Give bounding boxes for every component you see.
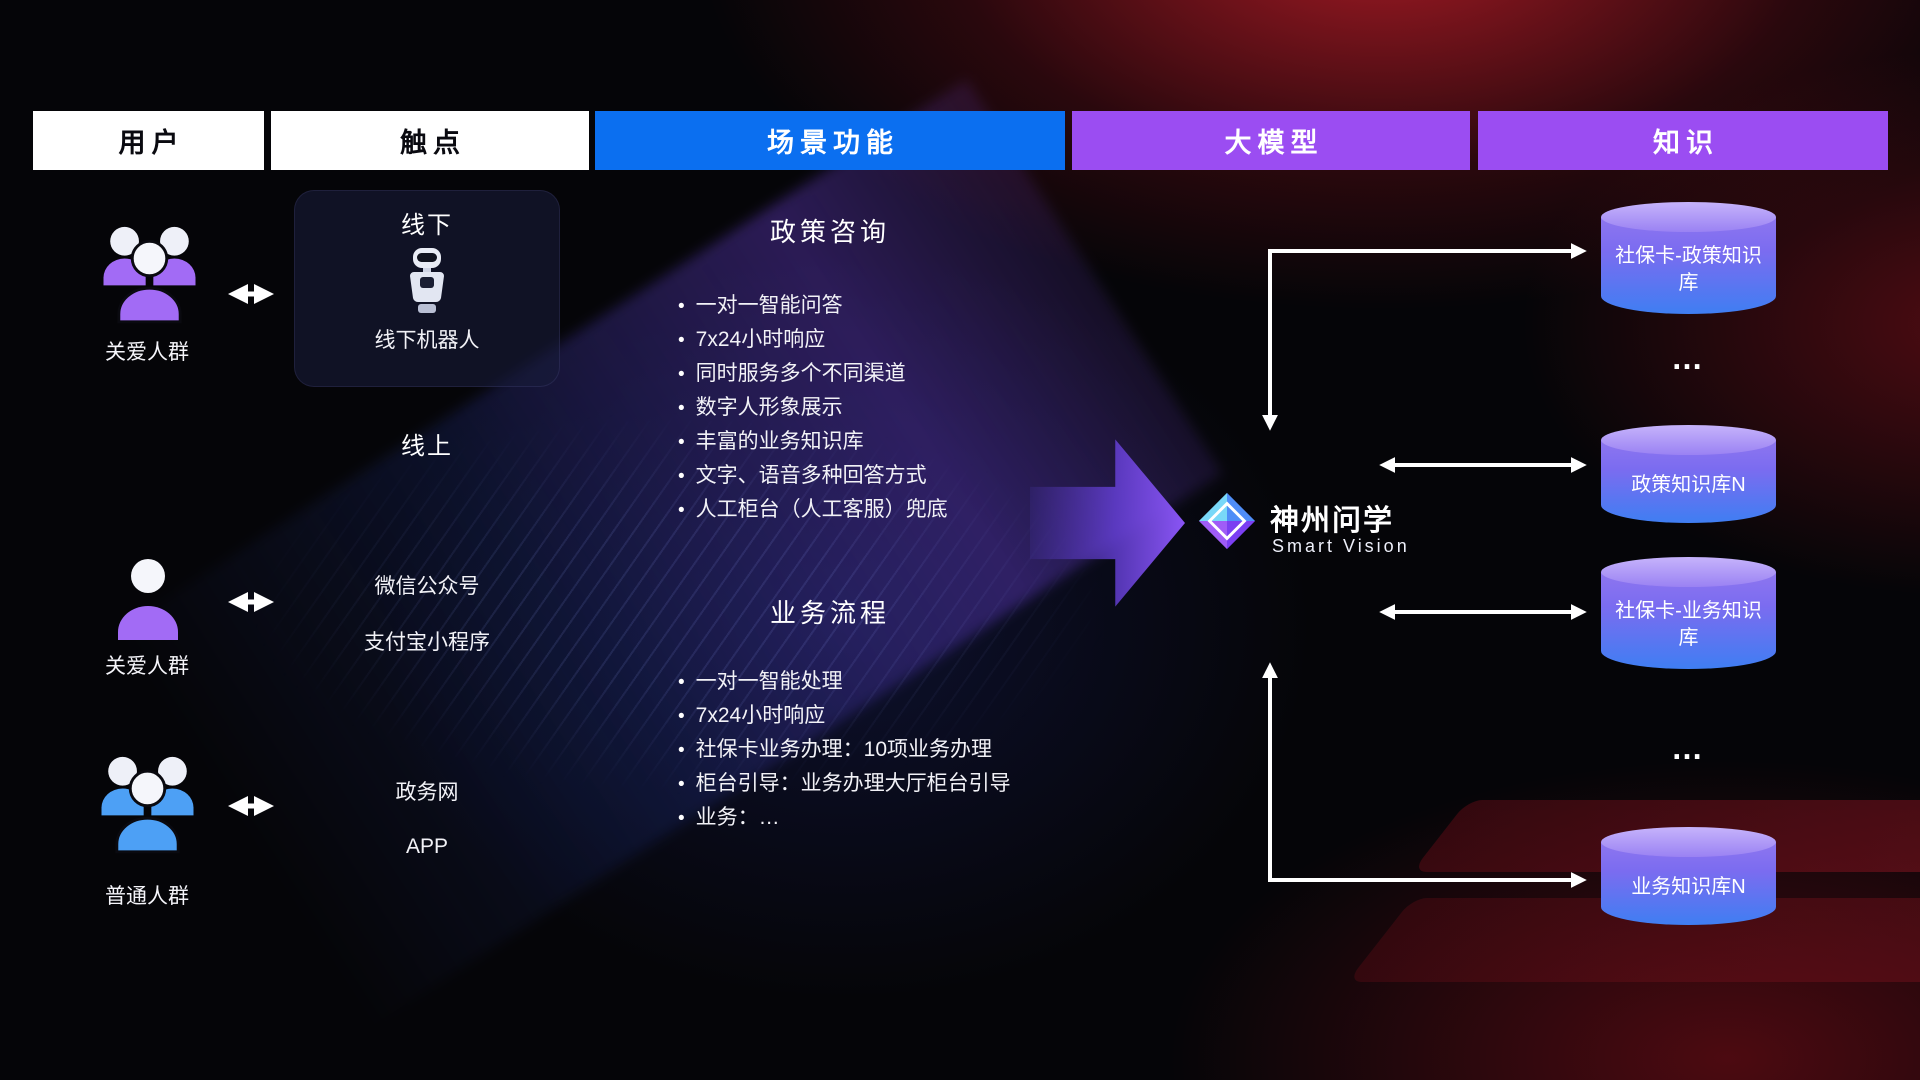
business-feature-item: 柜台引导：业务办理大厅柜台引导 [678, 767, 1048, 801]
column-header-touchpoint: 触点 [271, 111, 589, 170]
bidirectional-arrow-icon [228, 284, 274, 304]
column-header-scene: 场景功能 [595, 111, 1065, 170]
database-cylinder-top [1601, 827, 1776, 857]
policy-feature-item: 文字、语音多种回答方式 [678, 459, 1048, 493]
knowledge-db-policy-n: 政策知识库N [1601, 425, 1776, 523]
people-group-icon [103, 226, 196, 324]
offline-title: 线下 [401, 212, 453, 239]
bidirectional-arrow-icon [228, 592, 274, 612]
database-cylinder-top [1601, 425, 1776, 455]
offline-touchpoint-card: 线下 线下机器人 [294, 190, 560, 387]
offline-robot-label: 线下机器人 [374, 329, 480, 352]
policy-feature-item: 丰富的业务知识库 [678, 425, 1048, 459]
column-header-user: 用户 [33, 111, 264, 170]
knowledge-db-label: 政策知识库N [1631, 474, 1746, 497]
knowledge-connector-arrows [1262, 243, 1587, 888]
bidirectional-arrow-icon [228, 796, 274, 816]
user-group-label: 普通人群 [105, 885, 189, 908]
brand-subtitle: Smart Vision [1272, 536, 1410, 556]
policy-feature-item: 数字人形象展示 [678, 391, 1048, 425]
database-cylinder-body: 业务知识库N [1601, 842, 1776, 925]
touchpoint-gov-web: 政务网 [395, 781, 459, 804]
touchpoint-app: APP [405, 835, 449, 858]
knowledge-ellipsis: … [1671, 730, 1706, 766]
knowledge-db-policy-social: 社保卡-政策知识库 [1601, 202, 1776, 314]
column-header-knowledge: 知识 [1478, 111, 1888, 170]
robot-icon [410, 248, 444, 313]
database-cylinder-top [1601, 202, 1776, 232]
policy-feature-item: 同时服务多个不同渠道 [678, 357, 1048, 391]
business-feature-item: 7x24小时响应 [678, 699, 1048, 733]
knowledge-db-label: 社保卡-政策知识库 [1615, 245, 1762, 294]
policy-feature-list: 一对一智能问答 7x24小时响应 同时服务多个不同渠道 数字人形象展示 丰富的业… [678, 289, 1048, 527]
business-feature-item: 业务：… [678, 801, 1048, 835]
touchpoint-wechat: 微信公众号 [374, 575, 480, 598]
policy-feature-item: 人工柜台（人工客服）兜底 [678, 493, 1048, 527]
people-group-icon [101, 756, 194, 854]
policy-feature-item: 7x24小时响应 [678, 323, 1048, 357]
database-cylinder-body: 社保卡-业务知识库 [1601, 572, 1776, 669]
database-cylinder-body: 政策知识库N [1601, 440, 1776, 523]
knowledge-db-business-n: 业务知识库N [1601, 827, 1776, 925]
person-icon [118, 559, 178, 640]
database-cylinder-top [1601, 557, 1776, 587]
policy-feature-item: 一对一智能问答 [678, 289, 1048, 323]
knowledge-db-label: 业务知识库N [1631, 876, 1746, 899]
knowledge-ellipsis: … [1671, 340, 1706, 376]
knowledge-db-business-social: 社保卡-业务知识库 [1601, 557, 1776, 669]
policy-section-title: 政策咨询 [769, 217, 890, 247]
online-title: 线上 [401, 433, 453, 460]
touchpoint-alipay: 支付宝小程序 [364, 631, 490, 654]
user-group-label: 关爱人群 [105, 341, 189, 364]
business-feature-item: 一对一智能处理 [678, 665, 1048, 699]
brand-name: 神州问学 [1270, 505, 1395, 537]
brand-logo-icon [1198, 492, 1256, 550]
knowledge-db-label: 社保卡-业务知识库 [1615, 600, 1762, 649]
business-feature-item: 社保卡业务办理：10项业务办理 [678, 733, 1048, 767]
user-group-label: 关爱人群 [105, 655, 189, 678]
database-cylinder-body: 社保卡-政策知识库 [1601, 217, 1776, 314]
business-section-title: 业务流程 [769, 598, 890, 628]
column-header-model: 大模型 [1072, 111, 1470, 170]
business-feature-list: 一对一智能处理 7x24小时响应 社保卡业务办理：10项业务办理 柜台引导：业务… [678, 665, 1048, 835]
